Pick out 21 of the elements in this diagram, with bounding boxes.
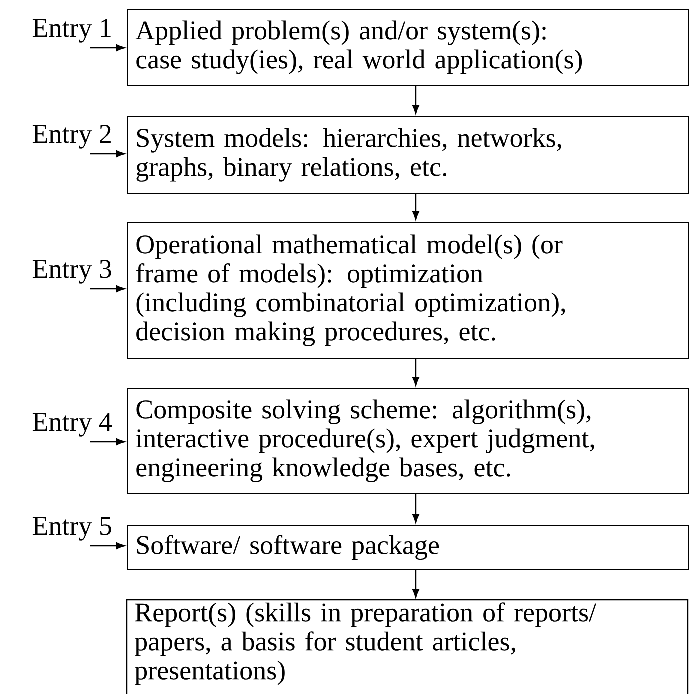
entry-label: Entry 2 xyxy=(32,125,111,149)
arrow xyxy=(116,542,126,550)
process-box: Composite solving scheme: algorithm(s), interactive procedure(s), expert judgment, engineering knowledge bases, etc. xyxy=(127,388,690,494)
entry-label: Entry 3 xyxy=(32,260,112,284)
process-box: Software/ software package xyxy=(127,525,690,570)
arrow xyxy=(412,86,420,114)
process-box: Operational mathematical model(s) (or frame of models): optimization (including combinatorial optimization), decision making procedures, etc. xyxy=(127,222,690,360)
process-box: Report(s) (skills in preparation of reports/ papers, a basis for student articles, presentations) xyxy=(126,599,689,694)
entry-label: Entry 4 xyxy=(32,413,112,437)
entry-label: Entry 1 xyxy=(32,19,111,43)
arrow xyxy=(412,570,420,598)
arrow xyxy=(116,438,126,446)
arrow xyxy=(116,150,126,158)
arrow xyxy=(116,285,126,293)
process-box: Applied problem(s) and/or system(s): case study(ies), real world application(s) xyxy=(127,9,690,86)
process-box: System models: hierarchies, networks, graphs, binary relations, etc. xyxy=(127,116,690,194)
entry-label: Entry 5 xyxy=(32,517,112,541)
arrow xyxy=(412,494,420,524)
arrow xyxy=(412,194,420,220)
arrow xyxy=(116,44,126,52)
arrow xyxy=(412,359,420,386)
